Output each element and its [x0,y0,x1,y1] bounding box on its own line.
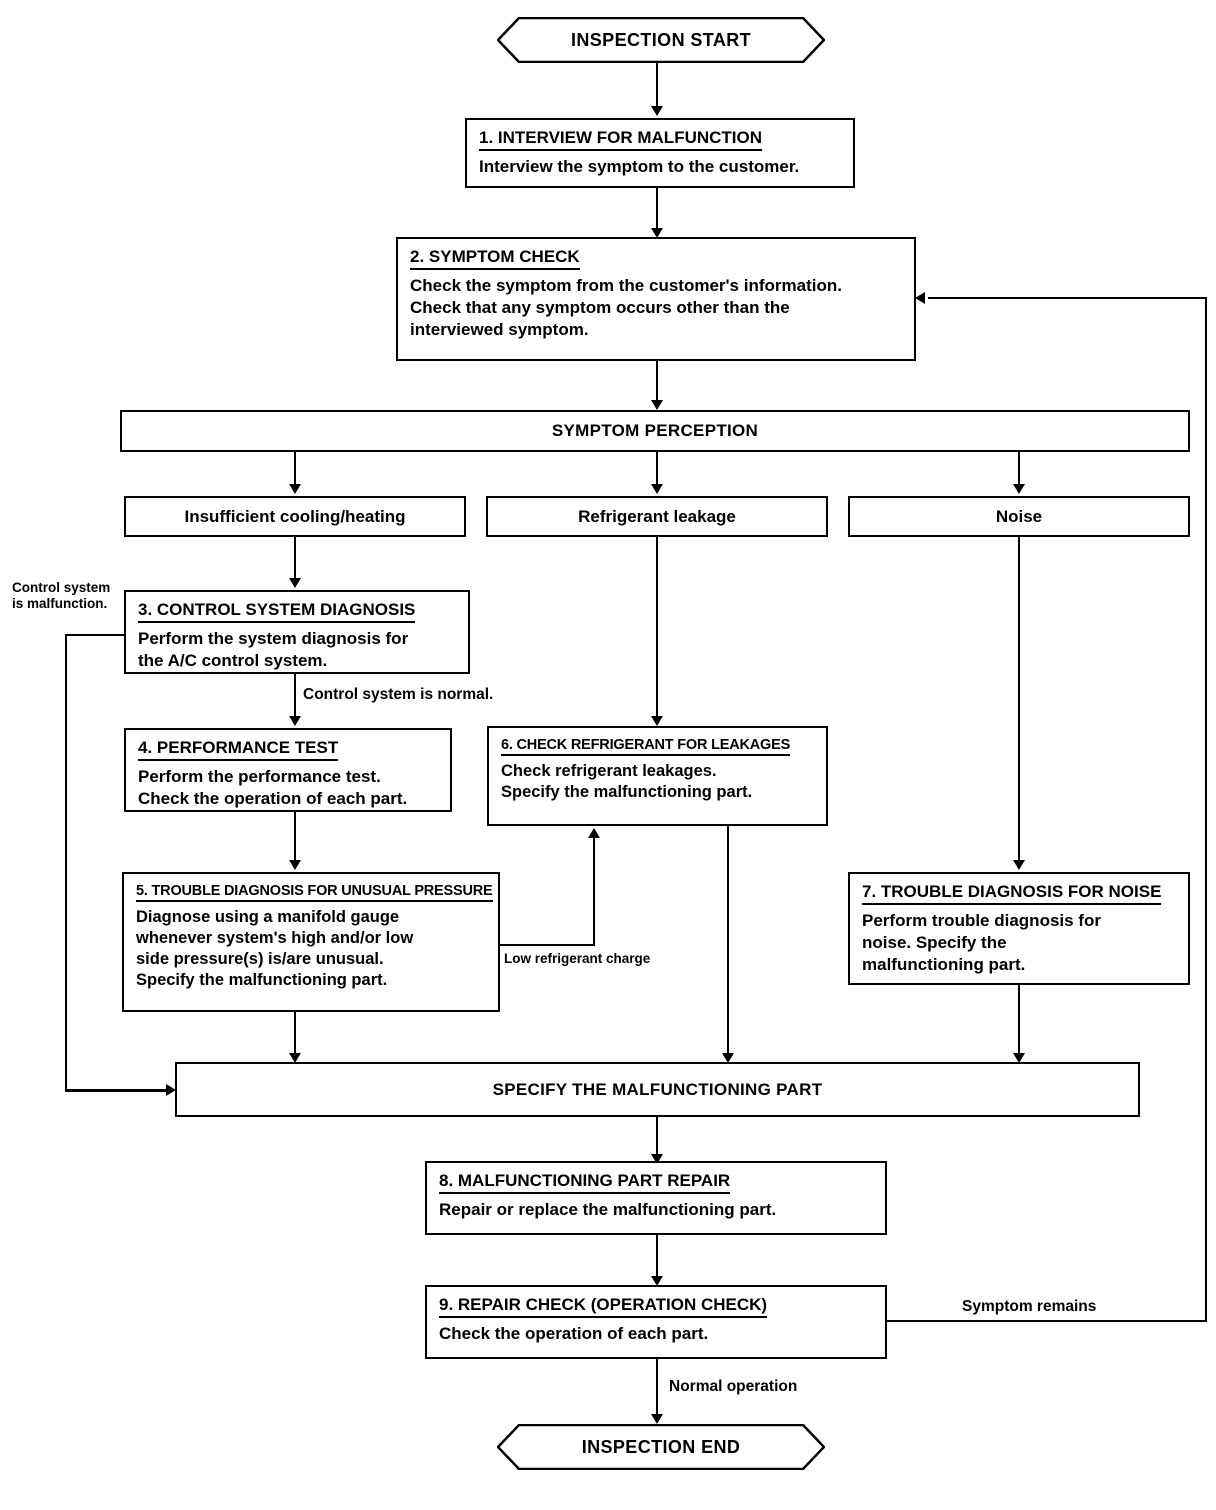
terminator-inspection-end: INSPECTION END [497,1424,825,1470]
edge-label-control-malfunction: Control system is malfunction. [12,580,111,612]
connector-step5-to-specify [294,1012,296,1060]
node-step8-title: 8. MALFUNCTIONING PART REPAIR [439,1171,731,1194]
hexagon-shape [497,17,825,63]
connector-step9-to-end [656,1359,658,1421]
node-step3-title: 3. CONTROL SYSTEM DIAGNOSIS [138,600,416,623]
arrowhead-malfunction-to-specify [166,1084,176,1096]
connector-step7-to-specify [1018,985,1020,1060]
node-symptom-leakage-label: Refrigerant leakage [578,506,736,526]
connector-start-to-step1 [656,63,658,108]
connector-low-charge-v [593,836,595,946]
edge-label-normal-operation: Normal operation [669,1378,798,1395]
node-symptom-noise: Noise [848,496,1190,537]
edge-label-control-normal: Control system is normal. [303,686,494,703]
arrowhead-perception-to-noise [1013,484,1025,494]
node-step9-body: Check the operation of each part. [439,1324,709,1343]
node-step6-body: Check refrigerant leakages. Specify the … [501,762,753,802]
terminator-start-label: INSPECTION START [570,29,752,50]
connector-low-charge-h [500,944,595,946]
connector-symptom-remains-h2 [928,297,1207,299]
node-step2: 2. SYMPTOM CHECK Check the symptom from … [396,237,916,361]
node-step7-body: Perform trouble diagnosis for noise. Spe… [862,911,1101,974]
node-step5: 5. TROUBLE DIAGNOSIS FOR UNUSUAL PRESSUR… [122,872,500,1012]
node-step6: 6. CHECK REFRIGERANT FOR LEAKAGES Check … [487,726,828,826]
arrowhead-leakage-to-step6 [651,716,663,726]
node-step8: 8. MALFUNCTIONING PART REPAIR Repair or … [425,1161,887,1235]
connector-step8-to-step9 [656,1235,658,1283]
node-step2-body: Check the symptom from the customer's in… [410,276,842,339]
connector-perception-to-insufficient [294,452,296,488]
arrowhead-step1-to-step2 [651,228,663,238]
connector-step3-malfunction-h1 [65,634,126,636]
node-step7-title: 7. TROUBLE DIAGNOSIS FOR NOISE [862,882,1162,905]
banner-symptom-perception: SYMPTOM PERCEPTION [120,410,1190,452]
arrowhead-step3-to-step4 [289,716,301,726]
arrowhead-step8-to-step9 [651,1276,663,1286]
node-symptom-noise-label: Noise [995,506,1043,526]
node-step3-body: Perform the system diagnosis for the A/C… [138,629,409,670]
arrowhead-step2-to-perception [651,400,663,410]
arrowhead-insufficient-to-step3 [289,578,301,588]
connector-leakage-to-step6 [656,537,658,723]
banner-specify-malfunctioning-part: SPECIFY THE MALFUNCTIONING PART [175,1062,1140,1117]
node-step6-title: 6. CHECK REFRIGERANT FOR LEAKAGES [501,737,790,756]
node-step1: 1. INTERVIEW FOR MALFUNCTION Interview t… [465,118,855,188]
banner-symptom-perception-label: SYMPTOM PERCEPTION [551,421,759,440]
node-step5-title: 5. TROUBLE DIAGNOSIS FOR UNUSUAL PRESSUR… [136,883,493,902]
arrowhead-step5-to-specify [289,1053,301,1063]
node-step4: 4. PERFORMANCE TEST Perform the performa… [124,728,452,812]
connector-step4-to-step5 [294,812,296,868]
connector-symptom-remains-h1 [887,1320,1207,1322]
hexagon-shape [497,1424,825,1470]
connector-step3-to-step4 [294,674,296,722]
node-step7: 7. TROUBLE DIAGNOSIS FOR NOISE Perform t… [848,872,1190,985]
node-step9: 9. REPAIR CHECK (OPERATION CHECK) Check … [425,1285,887,1359]
node-step4-body: Perform the performance test. Check the … [138,767,408,808]
connector-insufficient-to-step3 [294,537,296,583]
arrowhead-noise-to-step7 [1013,860,1025,870]
connector-step2-to-perception [656,361,658,406]
connector-symptom-remains-v [1205,297,1207,1322]
arrowhead-specify-to-step8 [651,1154,663,1164]
node-symptom-leakage: Refrigerant leakage [486,496,828,537]
node-step2-title: 2. SYMPTOM CHECK [410,247,580,270]
node-step5-body: Diagnose using a manifold gauge whenever… [136,908,414,990]
arrowhead-step6-to-specify [722,1053,734,1063]
node-step8-body: Repair or replace the malfunctioning par… [439,1200,777,1219]
node-symptom-insufficient-label: Insufficient cooling/heating [184,506,406,526]
connector-perception-to-leakage [656,452,658,488]
arrowhead-perception-to-leakage [651,484,663,494]
connector-step3-malfunction-h2 [65,1089,169,1092]
arrowhead-start-to-step1 [651,106,663,116]
terminator-inspection-start: INSPECTION START [497,17,825,63]
connector-step1-to-step2 [656,188,658,233]
terminator-end-label: INSPECTION END [581,1436,741,1457]
arrowhead-step4-to-step5 [289,860,301,870]
connector-noise-to-step7 [1018,537,1020,867]
arrowhead-step9-to-end [651,1414,663,1424]
node-step4-title: 4. PERFORMANCE TEST [138,738,339,761]
connector-perception-to-noise [1018,452,1020,488]
connector-step3-malfunction-v [65,634,67,1091]
arrowhead-perception-to-insufficient [289,484,301,494]
arrowhead-symptom-remains-to-step2 [915,292,925,304]
edge-label-symptom-remains: Symptom remains [962,1298,1097,1315]
connector-specify-to-step8 [656,1117,658,1161]
connector-step6-to-specify [727,826,729,1060]
arrowhead-low-charge-to-step6 [588,828,600,838]
node-step9-title: 9. REPAIR CHECK (OPERATION CHECK) [439,1295,768,1318]
arrowhead-step7-to-specify [1013,1053,1025,1063]
edge-label-low-refrigerant-charge: Low refrigerant charge [504,951,651,966]
node-symptom-insufficient: Insufficient cooling/heating [124,496,466,537]
node-step1-body: Interview the symptom to the customer. [479,157,800,176]
banner-specify-malfunctioning-part-label: SPECIFY THE MALFUNCTIONING PART [492,1079,823,1099]
node-step1-title: 1. INTERVIEW FOR MALFUNCTION [479,128,763,151]
node-step3: 3. CONTROL SYSTEM DIAGNOSIS Perform the … [124,590,470,674]
